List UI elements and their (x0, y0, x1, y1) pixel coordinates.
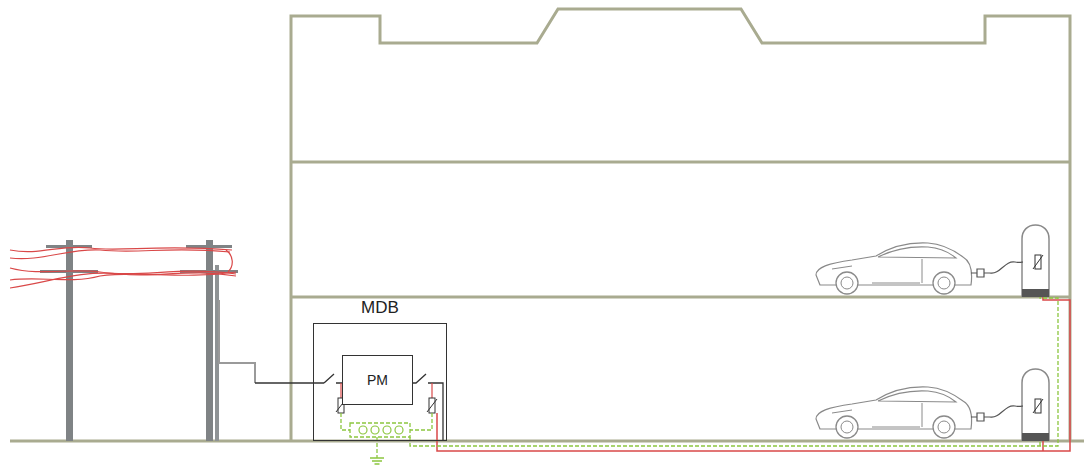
service-cable (219, 300, 255, 383)
earth-bar (350, 423, 410, 464)
charger-earth (410, 286, 1058, 446)
distribution-board: MDBPM (313, 323, 447, 441)
board-label: MDB (314, 298, 446, 318)
charging-cable (990, 406, 1023, 417)
building-outline (291, 9, 1070, 441)
charging-cable (990, 262, 1023, 273)
meter-label: PM (343, 372, 412, 388)
utility-poles (10, 240, 238, 441)
floor-line (291, 296, 1070, 299)
charger-feed (437, 270, 1070, 451)
ground-line (10, 440, 1084, 443)
floor-line (291, 161, 1070, 164)
power-meter: PM (342, 355, 413, 405)
spd-wire (431, 383, 432, 398)
